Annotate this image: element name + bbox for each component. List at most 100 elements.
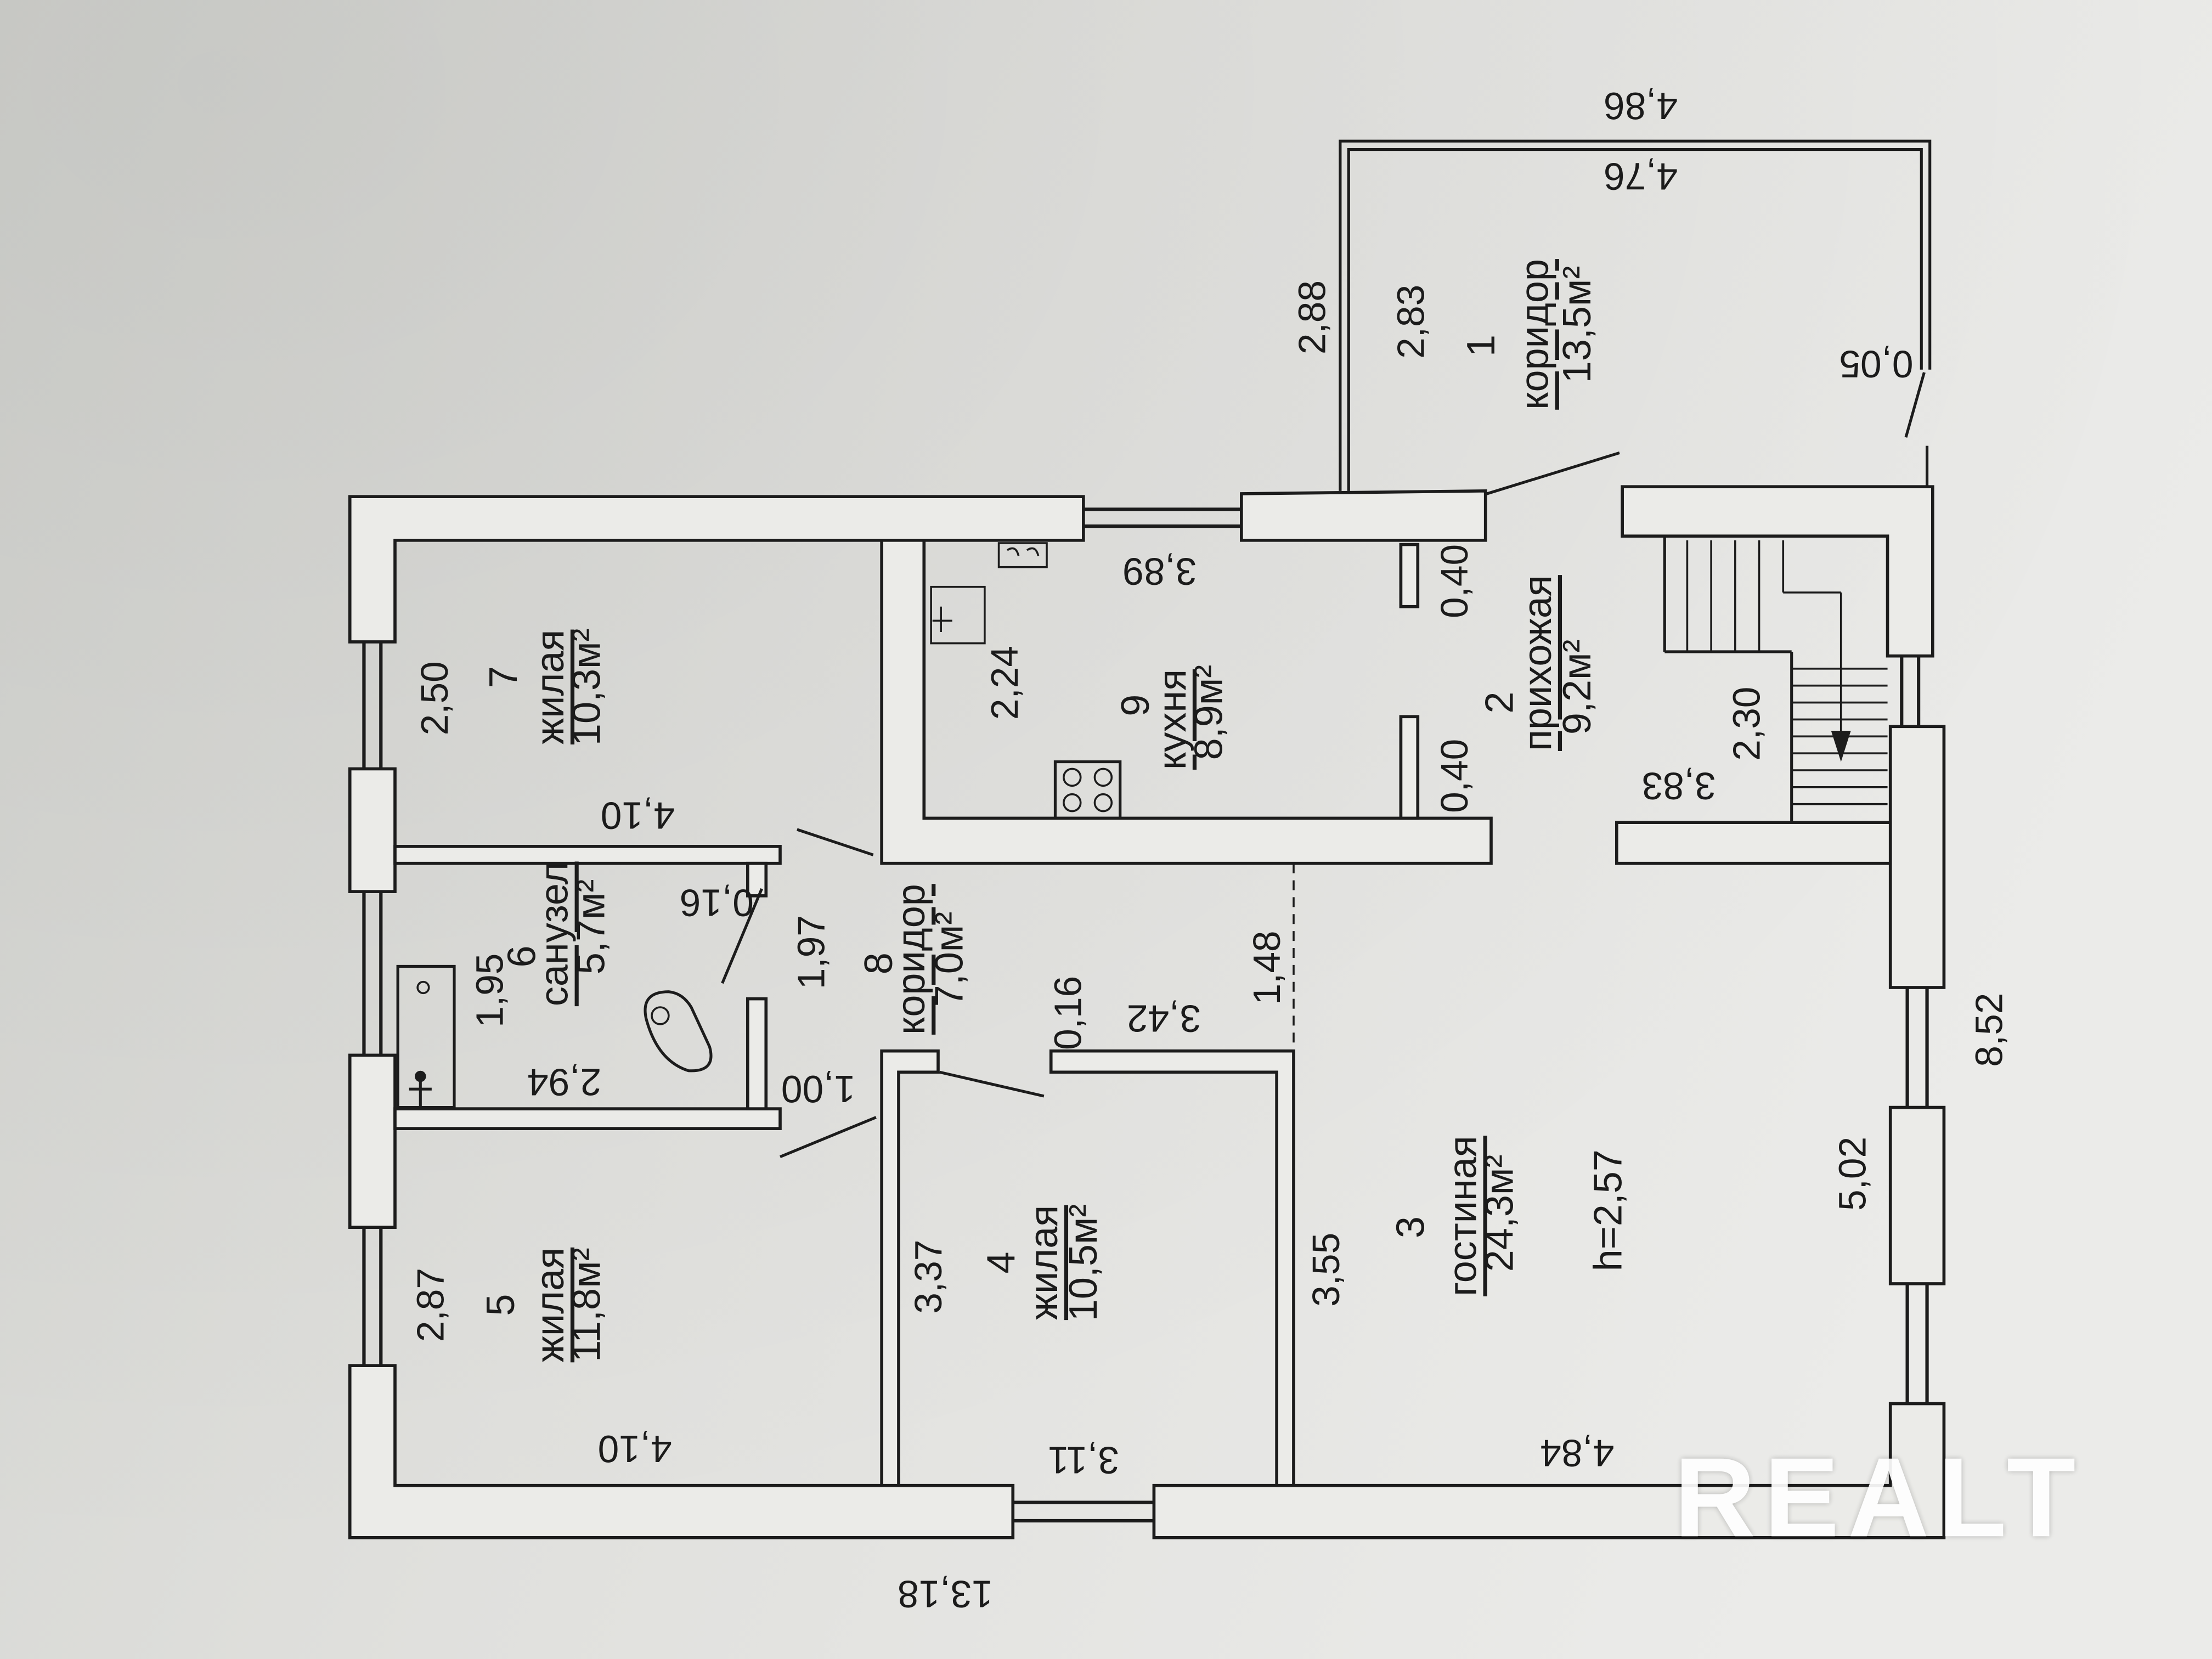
wall-bottom-left-corner [348,1364,1015,1539]
wall-bottom-right-corner [1152,1402,1946,1539]
dimension-label: 13,18 [898,1573,993,1616]
dimension-label: 2,87 [409,1268,452,1342]
dimension-label: 0,40 [1433,739,1476,813]
dimension-label: 4,84 [1540,1432,1614,1475]
dimension-label: 3,42 [1127,997,1201,1040]
room-name: жилая [1022,1205,1066,1320]
dimension-label: 2,88 [1290,280,1333,354]
dimension-label: 0,16 [680,882,754,924]
annex-door-leaf [1904,372,1926,438]
room-name: коридор [1513,259,1557,410]
dimension-label: 3,89 [1122,550,1197,592]
door-swing-bathroom [721,888,763,984]
room-number: 4 [980,1251,1024,1273]
bathroom-wall-stub [746,861,768,898]
exterior-walls [348,485,1946,1539]
wall-right-block [1888,725,1946,989]
dimension-label: 3,83 [1641,764,1716,807]
kitchen-pilaster [1399,715,1420,820]
room-labels: 1 коридор 13,5м² 2 прихожая 9,2м² 3 гост… [479,259,1630,1362]
kitchen-pilaster [1399,543,1420,608]
stove-burner-icon [1093,793,1113,812]
toilet-icon [644,990,713,1073]
annex-inner-line [1347,148,1923,491]
stove-burner-icon [1063,768,1082,787]
dimension-label: 0,05 [1839,342,1913,385]
sink-icon [997,542,1048,568]
room-name: санузел [533,861,577,1006]
dimension-label: 8,52 [1968,993,2011,1067]
room-area: 8,9м² [1187,665,1231,760]
wall-left-block [348,767,397,893]
dimension-label: 4,10 [601,794,675,837]
kitchen-cabinet-icon [930,585,986,645]
dimension-label: 2,24 [983,646,1026,720]
partition-bathroom-room5 [393,1107,782,1130]
dimension-label: 1,48 [1245,930,1288,1005]
toilet-bowl-icon [651,1006,670,1025]
room-name: кухня [1150,669,1194,770]
wall-left-block [348,1053,397,1229]
room-name: жилая [528,1248,572,1362]
dimension-labels: 4,86 4,76 2,88 2,83 0,05 3,89 2,24 0,40 … [409,84,2010,1616]
dimension-label: 2,83 [1389,285,1432,359]
stove-burner-icon [1093,768,1113,787]
dimension-label: 3,11 [1048,1438,1119,1481]
room-number: 5 [479,1294,523,1316]
realt-watermark-logo: REALT [1674,1434,2084,1560]
dimension-label: 4,76 [1604,155,1678,198]
room-area: 7,0м² [928,912,972,1007]
room-area: 24,3м² [1477,1155,1521,1272]
annex-walls [1339,139,1932,495]
stove-burner-icon [1063,793,1082,812]
kitchen-walls [880,539,1493,865]
dimension-label: 1,00 [781,1068,855,1110]
staircase [1663,536,1888,823]
bathtub-icon [396,964,456,1109]
door-swing-room5 [780,1116,877,1158]
room4-left-wall [880,1049,940,1487]
stair-direction-arrow-icon [1831,731,1851,762]
wall-right-block [1888,1105,1946,1285]
room-number: 7 [482,666,526,688]
wall-top-left-corner [348,495,1085,644]
wall-top-middle [1240,489,1487,542]
room-area: 13,5м² [1555,266,1599,383]
room-number: 6 [500,945,544,967]
room-name: коридор [889,884,933,1035]
room-number: 9 [1114,695,1158,716]
dimension-label: 2,94 [527,1060,601,1103]
room-number: 2 [1477,692,1521,714]
wall-top-right-corner [1621,485,1934,658]
room-number: 8 [857,952,901,974]
dimension-label: 3,55 [1305,1233,1347,1307]
windows [362,507,1929,1523]
dimension-label: 2,50 [413,661,456,735]
room-number: 1 [1459,335,1503,357]
dimension-label: 1,97 [790,915,833,989]
room-area: 9,2м² [1555,639,1599,735]
sink-bowl-icon [1007,547,1040,556]
partition-room7-bathroom [393,845,782,865]
entrance-door-swing [1486,451,1620,495]
annex-outer-line [1339,139,1932,491]
doors [721,828,1045,1158]
room-name: гостиная [1441,1136,1485,1296]
stove-icon [1053,760,1122,820]
dimension-label: 1,95 [468,953,511,1028]
room-number: 3 [1389,1216,1432,1238]
ceiling-height: h=2,57 [1586,1149,1630,1271]
stair-bottom-wall [1615,821,1892,865]
kitchen-fixtures [930,542,1122,820]
dimension-label: 5,02 [1831,1137,1874,1211]
room-area: 11,8м² [565,1248,609,1362]
dimension-label: 0,16 [1047,976,1090,1050]
room-name: жилая [528,630,572,744]
room-area: 10,5м² [1062,1204,1105,1322]
dimension-label: 2,30 [1725,687,1768,761]
bathroom-fixtures [396,964,713,1109]
dimension-label: 4,86 [1604,84,1678,127]
bathtub-drain-icon [416,980,430,995]
door-swing-room4 [939,1070,1045,1098]
door-swing-room7 [797,828,874,856]
